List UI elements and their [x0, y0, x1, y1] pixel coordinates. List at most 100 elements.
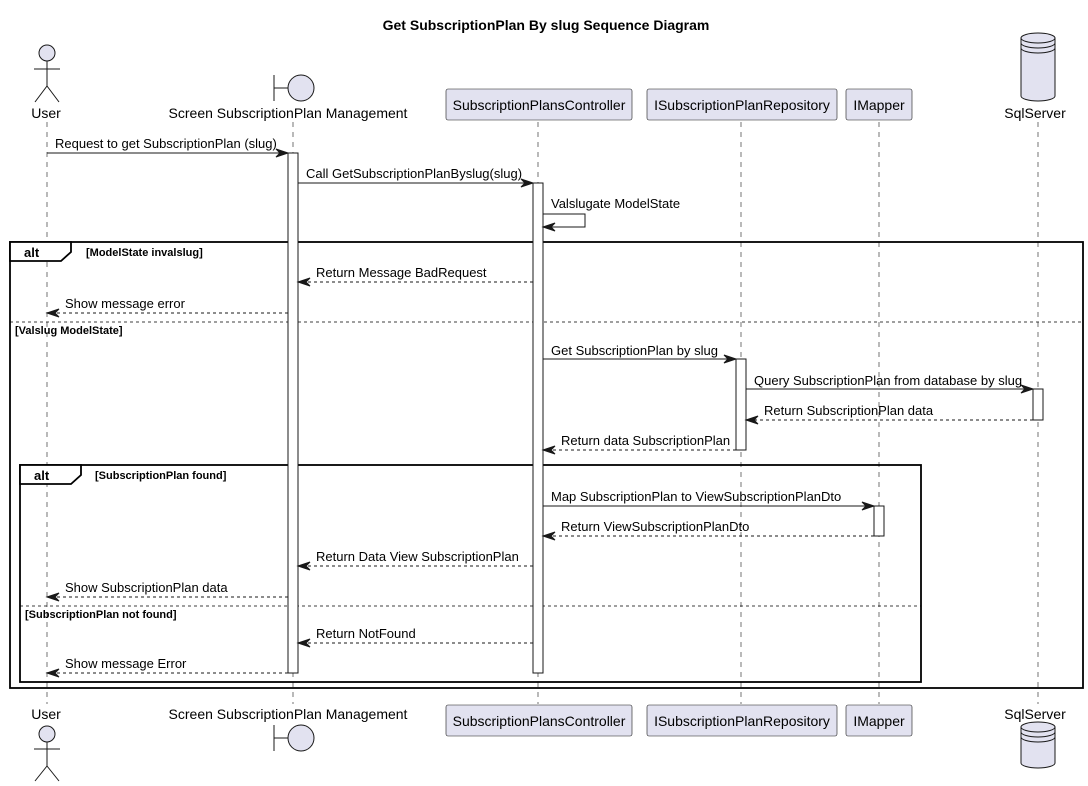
alt-fragment-inner: alt [SubscriptionPlan found] [Subscripti… — [19, 464, 922, 683]
arrowhead — [541, 531, 556, 541]
participant-db-top: SqlServer — [1004, 32, 1066, 121]
message-7: Query SubscriptionPlan from database by … — [746, 373, 1035, 394]
activation-controller — [532, 182, 544, 674]
participant-label: SubscriptionPlansController — [453, 713, 626, 729]
participant-mapper-top: IMapper — [845, 88, 913, 121]
message-10: Map SubscriptionPlan to ViewSubscription… — [543, 489, 876, 511]
message-label: Return data SubscriptionPlan — [561, 433, 730, 448]
diagram-title: Get SubscriptionPlan By slug Sequence Di… — [383, 17, 710, 33]
arrowhead — [1020, 384, 1035, 394]
message-label: Call GetSubscriptionPlanByslug(slug) — [306, 166, 522, 181]
alt-fragment-outer: alt [ModelState invalslug] [Valslug Mode… — [9, 241, 1084, 689]
message-5: Show message error — [45, 296, 288, 318]
participant-controller-bottom: SubscriptionPlansController — [445, 704, 633, 737]
database-icon — [1020, 32, 1056, 102]
message-label: Map SubscriptionPlan to ViewSubscription… — [551, 489, 841, 504]
message-15: Show message Error — [45, 656, 288, 678]
arrowhead — [723, 354, 738, 364]
arrowhead — [861, 501, 876, 511]
participant-db-bottom: SqlServer — [1004, 706, 1066, 769]
message-label: Return Message BadRequest — [316, 265, 487, 280]
arrowhead — [296, 277, 311, 287]
participant-label: User — [31, 105, 61, 121]
participant-label: ISubscriptionPlanRepository — [654, 97, 830, 113]
message-2: Call GetSubscriptionPlanByslug(slug) — [298, 166, 535, 188]
message-3-self: Valslugate ModelState — [541, 196, 680, 232]
arrowhead — [45, 668, 60, 678]
message-label: Show SubscriptionPlan data — [65, 580, 228, 595]
message-4: Return Message BadRequest — [296, 265, 533, 287]
fragment-guard: [SubscriptionPlan found] — [95, 470, 227, 482]
message-1: Request to get SubscriptionPlan (slug) — [47, 136, 290, 158]
participant-label: SubscriptionPlansController — [453, 97, 626, 113]
database-icon — [1020, 721, 1056, 769]
arrowhead — [296, 561, 311, 571]
participant-repo-bottom: ISubscriptionPlanRepository — [646, 704, 838, 737]
message-12: Return Data View SubscriptionPlan — [296, 549, 533, 571]
message-label: Return NotFound — [316, 626, 416, 641]
participant-label: Screen SubscriptionPlan Management — [169, 105, 408, 121]
participant-box — [646, 704, 838, 737]
fragment-guard: [ModelState invalslug] — [86, 247, 203, 259]
activation-screen — [287, 152, 299, 674]
participant-repo-top: ISubscriptionPlanRepository — [646, 88, 838, 121]
participant-screen-bottom: Screen SubscriptionPlan Management — [169, 706, 408, 752]
fragment-frame — [19, 464, 922, 683]
message-label: Return Data View SubscriptionPlan — [316, 549, 519, 564]
fragment-operator: alt — [24, 245, 40, 260]
activations — [287, 152, 1044, 674]
participant-label: User — [31, 706, 61, 722]
participant-box — [646, 88, 838, 121]
participant-label: Screen SubscriptionPlan Management — [169, 706, 408, 722]
message-6: Get SubscriptionPlan by slug — [543, 343, 738, 364]
participant-user-bottom: User — [31, 706, 61, 782]
arrowhead — [296, 638, 311, 648]
message-label: Request to get SubscriptionPlan (slug) — [55, 136, 277, 151]
boundary-icon — [273, 724, 315, 752]
participant-mapper-bottom: IMapper — [845, 704, 913, 737]
message-label: Valslugate ModelState — [551, 196, 680, 211]
message-label: Return ViewSubscriptionPlanDto — [561, 519, 749, 534]
fragment-else-guard: [Valslug ModelState] — [15, 325, 123, 337]
fragment-frame — [9, 241, 1084, 689]
participant-label: ISubscriptionPlanRepository — [654, 713, 830, 729]
arrowhead — [744, 415, 759, 425]
actor-icon — [34, 725, 60, 782]
participant-screen-top: Screen SubscriptionPlan Management — [169, 74, 408, 121]
message-9: Return data SubscriptionPlan — [541, 433, 736, 455]
participant-label: SqlServer — [1004, 706, 1066, 722]
arrowhead — [541, 445, 556, 455]
actor-icon — [34, 44, 60, 103]
arrowhead — [541, 222, 556, 232]
message-label: Show message Error — [65, 656, 187, 671]
participant-user-top: User — [31, 44, 61, 121]
message-label: Return SubscriptionPlan data — [764, 403, 934, 418]
fragment-tab — [19, 464, 82, 485]
fragment-else-guard: [SubscriptionPlan not found] — [25, 609, 177, 621]
message-label: Get SubscriptionPlan by slug — [551, 343, 718, 358]
arrowhead — [520, 178, 535, 188]
participant-controller-top: SubscriptionPlansController — [445, 88, 633, 121]
participant-box — [845, 704, 913, 737]
participant-box — [445, 88, 633, 121]
activation-db — [1032, 388, 1044, 421]
fragment-operator: alt — [34, 468, 50, 483]
activation-repo — [735, 358, 747, 451]
participant-label: IMapper — [853, 713, 905, 729]
message-arrow — [543, 213, 586, 228]
participant-label: SqlServer — [1004, 105, 1066, 121]
arrowhead — [275, 148, 290, 158]
arrowhead — [45, 592, 60, 602]
fragment-tab — [9, 241, 72, 262]
message-14: Return NotFound — [296, 626, 533, 648]
message-label: Query SubscriptionPlan from database by … — [754, 373, 1022, 388]
boundary-icon — [273, 74, 315, 102]
participant-box — [845, 88, 913, 121]
message-13: Show SubscriptionPlan data — [45, 580, 288, 602]
activation-mapper — [873, 505, 885, 537]
participant-label: IMapper — [853, 97, 905, 113]
participant-box — [445, 704, 633, 737]
message-11: Return ViewSubscriptionPlanDto — [541, 519, 874, 541]
message-label: Show message error — [65, 296, 186, 311]
